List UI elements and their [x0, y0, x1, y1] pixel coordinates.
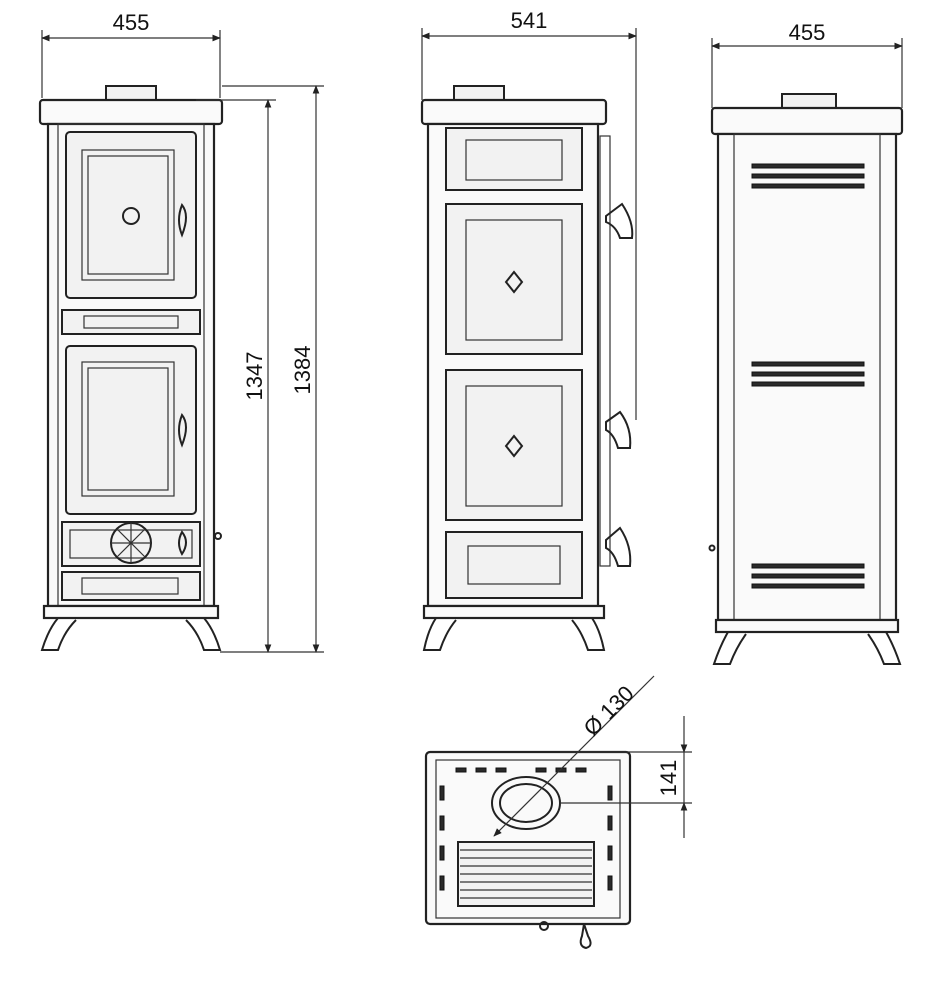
dim-side-width: 541 [511, 8, 548, 33]
dim-height-body: 1347 [242, 352, 267, 401]
front-view: 455 [38, 10, 224, 651]
dim-height-total: 1384 [290, 346, 315, 395]
dim-front-width: 455 [113, 10, 150, 35]
side-view: 541 [420, 8, 637, 651]
height-dimensions: 1347 1384 [196, 85, 324, 653]
dim-flue-offset: 141 [656, 760, 681, 797]
vent-middle [751, 361, 865, 387]
vent-top [751, 163, 865, 189]
top-view: Ø 130 141 [424, 675, 692, 950]
dim-back-width: 455 [789, 20, 826, 45]
back-view: 455 [708, 20, 904, 665]
dim-flue-diameter: Ø 130 [579, 681, 639, 741]
vent-bottom [751, 563, 865, 589]
